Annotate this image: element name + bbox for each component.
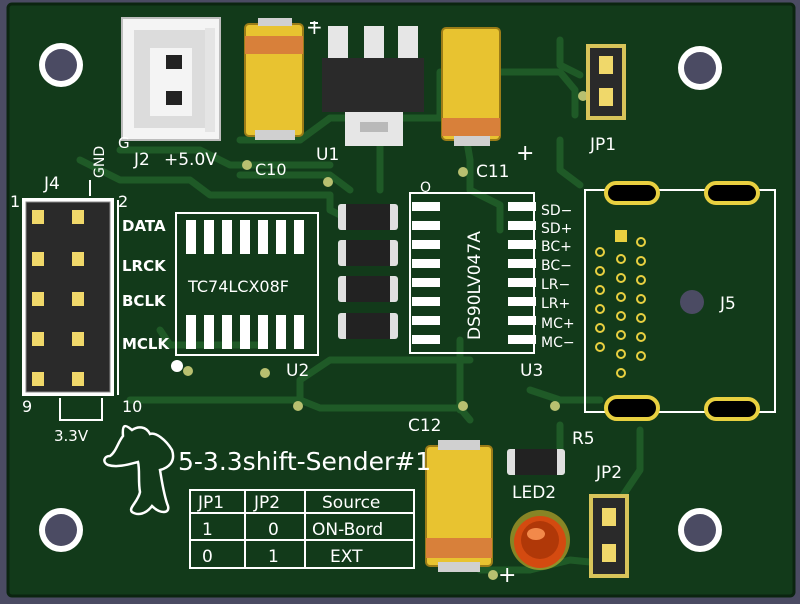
label-plus-c12: + <box>498 563 516 588</box>
label-c12: C12 <box>408 416 442 436</box>
label-mc-minus: MC− <box>541 335 575 351</box>
label-jp2: JP2 <box>595 463 622 483</box>
label-g: G <box>118 134 130 152</box>
label-c11: C11 <box>476 162 510 182</box>
label-sd-plus: SD+ <box>541 221 572 237</box>
label-plus-c11: + <box>516 141 534 166</box>
mounting-holes <box>39 43 722 552</box>
label-mclk: MCLK <box>122 335 170 353</box>
label-plus-j2: + <box>306 15 323 39</box>
label-sd-minus: SD− <box>541 203 572 219</box>
label-lrck: LRCK <box>122 257 167 275</box>
bear-logo <box>103 424 175 516</box>
label-u2-part: TC74LCX08F <box>187 277 289 296</box>
table-row2-source: EXT <box>330 547 363 567</box>
table-header-source: Source <box>322 493 380 513</box>
jp2-header <box>589 494 629 578</box>
led2 <box>510 510 570 570</box>
vias <box>171 91 588 580</box>
table-row2-jp1: 0 <box>202 547 213 567</box>
label-u3: U3 <box>520 361 543 381</box>
label-pin10: 10 <box>122 397 142 416</box>
c10-capacitor <box>244 18 304 140</box>
label-u3-part: DS90LV047A <box>465 231 485 340</box>
silk-lines <box>59 180 119 421</box>
c12-capacitor <box>425 440 493 572</box>
table-row1-source: ON-Bord <box>312 520 383 540</box>
u3-ic <box>409 192 536 354</box>
label-bc-minus: BC− <box>541 258 572 274</box>
label-lr-minus: LR− <box>541 277 570 293</box>
label-pin9: 9 <box>22 397 32 416</box>
label-led2: LED2 <box>512 483 556 503</box>
label-mc-plus: MC+ <box>541 316 575 332</box>
label-gnd: GND <box>92 146 108 178</box>
jp1-header <box>586 44 626 120</box>
label-u1: U1 <box>316 145 339 165</box>
pcb-edge <box>6 2 796 598</box>
silkscreen-labels: J2 +5.0V G + C10 U1 C11 + JP1 J4 GND 1 2… <box>10 15 736 588</box>
resistor-array <box>338 204 398 339</box>
table-header-jp1: JP1 <box>197 493 224 513</box>
label-u2: U2 <box>286 361 309 381</box>
label-j5: J5 <box>719 294 736 314</box>
label-3v3: 3.3V <box>54 427 89 445</box>
r5-resistor <box>507 449 565 475</box>
label-j4: J4 <box>43 174 60 194</box>
label-pin2: 2 <box>118 192 128 211</box>
c11-capacitor <box>441 27 501 146</box>
j2-connector <box>121 17 221 141</box>
jumper-table: JP1 JP2 Source 1 0 ON-Bord 0 1 EXT <box>189 489 415 569</box>
table-header-jp2: JP2 <box>253 493 280 513</box>
label-bclk: BCLK <box>122 292 167 310</box>
u2-ic <box>175 212 319 356</box>
label-c10: C10 <box>255 160 287 179</box>
label-data: DATA <box>122 217 166 235</box>
label-pin1: 1 <box>10 192 20 211</box>
table-row1-jp2: 0 <box>268 520 279 540</box>
table-row2-jp2: 1 <box>268 547 279 567</box>
label-5v: +5.0V <box>164 150 217 170</box>
j5-connector <box>584 181 776 421</box>
label-r5: R5 <box>572 429 595 449</box>
label-bc-plus: BC+ <box>541 239 572 255</box>
label-u3-pin1: O <box>420 180 431 196</box>
j4-header <box>22 198 114 396</box>
label-jp1: JP1 <box>589 135 616 155</box>
board-title: 5-3.3shift-Sender#1 <box>178 447 431 476</box>
table-row1-jp1: 1 <box>202 520 213 540</box>
label-lr-plus: LR+ <box>541 296 570 312</box>
label-j2: J2 <box>133 150 150 170</box>
u1-regulator <box>322 26 424 146</box>
